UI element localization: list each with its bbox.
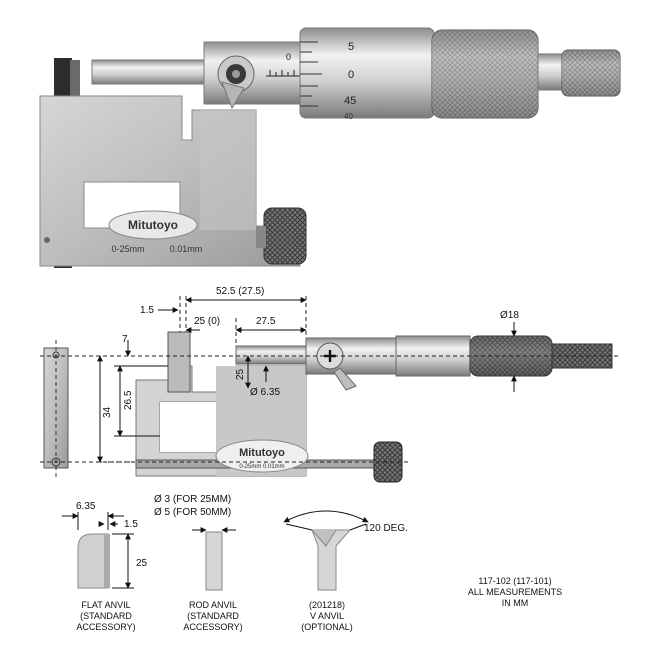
dim-height-total: 34 [102,406,113,418]
photo-resolution-label: 0.01mm [170,244,203,254]
micrometer-photo: 0 5 0 45 40 Mitutoyo [38,8,634,276]
anvil-rod: Ø 3 (FOR 25MM) Ø 5 (FOR 50MM) ROD ANVIL … [154,494,243,632]
dim-throat-top: 7 [122,334,128,345]
photo-range-label: 0-25mm [111,244,144,254]
dim-spindle-travel: 25 (0) [194,316,220,327]
photo-spindle [91,59,211,85]
thimble-tick-label: 40 [344,112,353,121]
dim-anvil-offset: 1.5 [140,305,154,316]
flat-anvil-height: 25 [136,558,148,569]
note-line: ALL MEASUREMENTS [468,587,562,597]
dim-spindle-diameter: Ø 6.35 [250,387,280,398]
drawing-anvil-side-view [43,347,69,469]
photo-brand-label: Mitutoyo [128,218,178,232]
rod-anvil-dim: Ø 3 (FOR 25MM) [154,494,231,505]
drawing-frame-text: 0-25mm 0.01mm [239,464,284,470]
v-anvil-shape [311,529,352,591]
drawing-brand-plate: Mitutoyo 0-25mm 0.01mm [215,439,309,473]
dim-thimble-diameter: Ø18 [500,310,519,321]
drawing-brand-label: Mitutoyo [239,447,285,459]
micrometer-drawing: Mitutoyo 0-25mm 0.01mm [40,286,620,483]
dim-total-length: 52.5 (27.5) [216,286,264,297]
photo-brand-plate: Mitutoyo [108,210,198,240]
drawing-anvil-blade [167,331,191,393]
drawing-center-lines [40,296,620,463]
rod-anvil-caption: ACCESSORY) [183,622,242,632]
measurement-note: 117-102 (117-101) ALL MEASUREMENTS IN MM [468,576,562,608]
flat-anvil-caption: FLAT ANVIL [81,600,130,610]
v-anvil-angle: 120 DEG. [364,523,408,534]
rod-anvil-caption: ROD ANVIL [189,600,237,610]
anvil-flat: 6.35 1.5 25 FLAT ANVIL (STANDARD ACCESSO… [62,501,148,632]
photo-sleeve-scale [266,70,300,77]
thimble-tick-label: 0 [348,69,354,81]
note-line: 117-102 (117-101) [478,576,551,586]
photo-anvil-lock-knob [263,207,307,265]
dim-spindle-length: 27.5 [256,316,276,327]
dim-height-throat: 26.5 [123,390,134,410]
v-anvil-caption: V ANVIL [310,611,344,621]
rod-anvil-caption: (STANDARD [187,611,239,621]
anvil-v: 120 DEG. (201218) V ANVIL (OPTIONAL) [283,510,408,632]
note-line: IN MM [502,598,529,608]
v-anvil-caption: (201218) [309,600,345,610]
photo-lock-lever [217,55,255,110]
thimble-tick-label: 5 [348,41,354,53]
photo-thimble [299,27,435,119]
photo-ratchet-neck [537,53,565,91]
flat-anvil-caption: ACCESSORY) [76,622,135,632]
v-anvil-caption: (OPTIONAL) [301,622,353,632]
photo-sleeve-zero: 0 [286,52,291,62]
drawing-anvil-lock-knob [373,441,403,483]
drawing-dimension-lines [96,297,517,463]
flat-anvil-width: 6.35 [76,501,96,512]
dim-spindle-height: 25 [235,368,246,380]
flat-anvil-tip: 1.5 [124,519,138,530]
rod-anvil-dim: Ø 5 (FOR 50MM) [154,507,231,518]
flat-anvil-caption: (STANDARD [80,611,132,621]
rod-anvil-shape [205,531,223,591]
thimble-tick-label: 45 [344,95,356,107]
flat-anvil-shape [77,533,109,589]
